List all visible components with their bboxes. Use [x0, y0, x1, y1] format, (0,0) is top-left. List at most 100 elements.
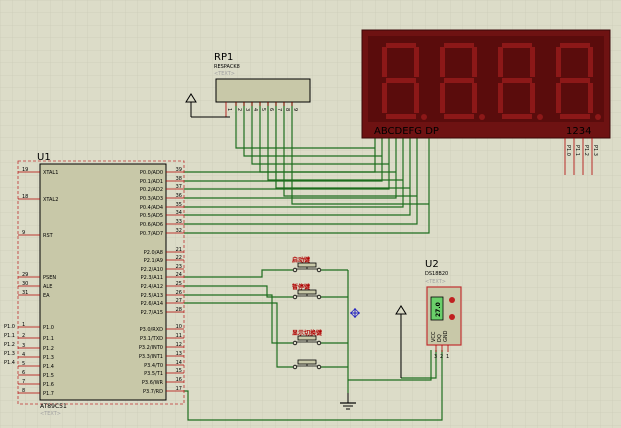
pin-number: 27	[176, 298, 182, 304]
rp1-pin-7[interactable]: 7	[275, 102, 282, 111]
pin-number: 1	[226, 108, 232, 111]
push-button-3[interactable]: 显示切换键	[292, 329, 323, 346]
p1-net-label: P1.2	[4, 342, 15, 348]
rp1-pin-2[interactable]: 2	[235, 102, 242, 111]
pin-name: P2.1/A9	[144, 258, 163, 264]
rp1-pin-6[interactable]: 6	[267, 102, 274, 111]
pin-number: 6	[268, 108, 274, 111]
digit-pin-1[interactable]: P1.0	[564, 138, 571, 175]
pin-number: 3	[244, 108, 250, 111]
probe-marker[interactable]	[350, 308, 360, 318]
pin-number: 7	[22, 379, 25, 385]
u2-readout: 27.0	[435, 302, 442, 317]
u2-part: DS18B20	[425, 271, 448, 277]
seven-segment-display[interactable]: ABCDEFG DP 1234	[361, 29, 611, 139]
push-button-4[interactable]	[292, 359, 322, 370]
pin-number: 8	[284, 108, 290, 111]
u2-down-button[interactable]	[449, 314, 455, 320]
pin-number: 22	[176, 255, 182, 261]
rp1-pin-9[interactable]: 9	[291, 102, 298, 111]
u2-pin-dq[interactable]: DQ2	[437, 334, 443, 360]
pin-number: 7	[276, 108, 282, 111]
rp1-pin-5[interactable]: 5	[259, 102, 266, 111]
pin-number: 21	[176, 247, 182, 253]
segment	[440, 47, 445, 77]
pin-number: 29	[22, 272, 28, 278]
digit-pin-3[interactable]: P1.2	[582, 138, 589, 175]
pin-name: XTAL2	[43, 197, 58, 203]
segment	[386, 43, 416, 48]
p1-net-label: P1.4	[4, 360, 15, 366]
digit-pin-4[interactable]: P1.3	[591, 138, 598, 175]
rp1-pin-3[interactable]: 3	[243, 102, 250, 111]
segment	[588, 47, 593, 77]
segment	[472, 47, 477, 77]
pin-name: P3.7/RD	[143, 389, 163, 395]
rp1-pin-4[interactable]: 4	[251, 102, 258, 111]
digit-pin-2[interactable]: P1.1	[573, 138, 580, 175]
segment-pin-label: ABCDEFG DP	[374, 126, 439, 137]
pin-number: 26	[176, 290, 182, 296]
rp1-pin-1[interactable]: 1	[225, 102, 232, 117]
pin-number: 24	[176, 272, 182, 278]
segment	[382, 47, 387, 77]
push-button-1[interactable]: 启动键	[292, 256, 322, 273]
rp1-pin-8[interactable]: 8	[283, 102, 290, 111]
decimal-point	[421, 114, 427, 120]
pin-number: 38	[176, 176, 182, 182]
u2-up-button[interactable]	[449, 297, 455, 303]
button-cap	[297, 335, 317, 341]
pin-name: P0.5/AD5	[140, 213, 163, 219]
pin-number: 28	[176, 307, 182, 313]
pin-name: P0.0/AD0	[140, 170, 163, 176]
push-button-2[interactable]: 暂停键	[292, 283, 322, 300]
p1-net-label: P1.1	[4, 333, 15, 339]
pin-number: 2	[236, 108, 242, 111]
